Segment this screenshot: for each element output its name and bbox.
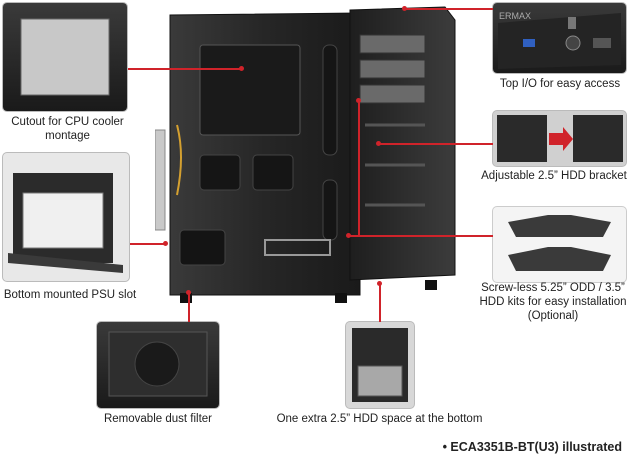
psu-slot-label: Bottom mounted PSU slot (3, 289, 137, 301)
leader-dot-psu-slot (163, 241, 168, 246)
psu-slot-image (3, 153, 129, 281)
leader-dust-filter (188, 292, 190, 322)
cpu-cutout-image (3, 3, 127, 111)
dust-filter-label: Removable dust filter (103, 413, 213, 425)
leader-dot-extra-hdd (377, 281, 382, 286)
hdd-bracket-image (493, 111, 626, 166)
model-caption: • ECA3351B-BT(U3) illustrated (442, 440, 622, 454)
dust-filter-image (97, 322, 219, 408)
leader-hdd-bracket (378, 143, 493, 145)
leader-screwless-h (348, 235, 493, 237)
leader-dot-screwless-b (346, 233, 351, 238)
chassis-image (155, 5, 460, 305)
leader-dot-top-io (402, 6, 407, 11)
leader-screwless-v (358, 100, 360, 236)
extra-hdd-label: One extra 2.5” HDD space at the bottom (276, 413, 483, 425)
screwless-kits-image (493, 207, 626, 282)
top-io-label: Top I/O for easy access (499, 78, 621, 90)
leader-dot-screwless-a (356, 98, 361, 103)
extra-hdd-image (346, 322, 414, 408)
top-io-image: ERMAX (493, 3, 626, 73)
leader-top-io (405, 8, 493, 10)
leader-extra-hdd (379, 283, 381, 322)
leader-dot-cpu-cutout (239, 66, 244, 71)
brand-text: ERMAX (499, 11, 531, 21)
leader-cpu-cutout (128, 68, 242, 70)
screwless-kits-label: Screw-less 5.25” ODD / 3.5” HDD kits for… (479, 282, 627, 322)
cpu-cutout-label: Cutout for CPU cooler montage (11, 116, 124, 142)
leader-dot-hdd-bracket (376, 141, 381, 146)
hdd-bracket-label: Adjustable 2.5” HDD bracket (481, 170, 627, 182)
leader-psu-slot (130, 243, 166, 245)
leader-dot-dust-filter (186, 290, 191, 295)
